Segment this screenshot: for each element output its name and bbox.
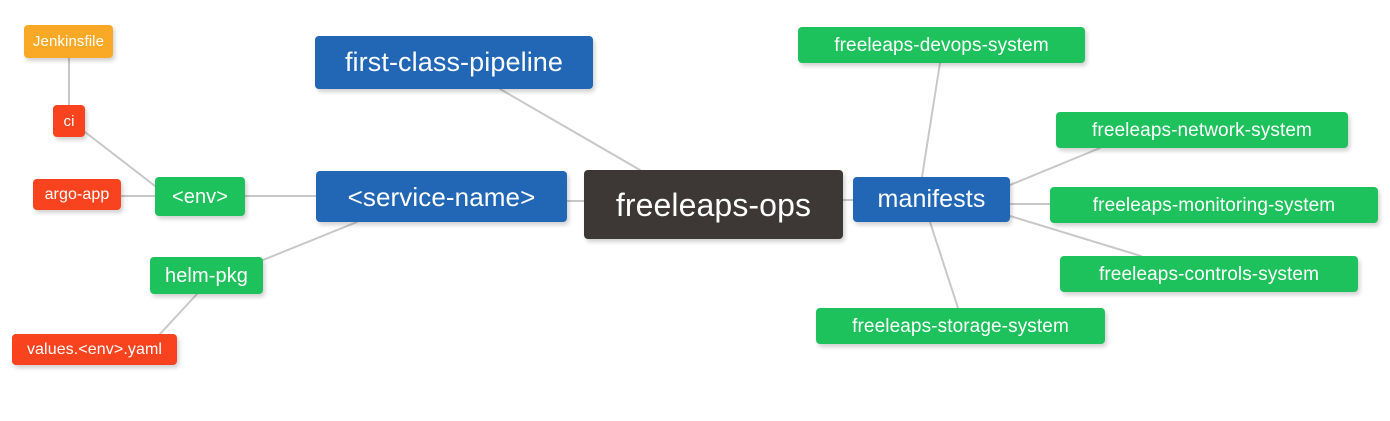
node-label-argo-app: argo-app xyxy=(44,185,110,203)
node-label-freeleaps-storage-system: freeleaps-storage-system xyxy=(852,315,1069,337)
node-values-env-yaml[interactable]: values.<env>.yaml xyxy=(12,334,177,365)
node-freeleaps-storage-system[interactable]: freeleaps-storage-system xyxy=(816,308,1105,344)
edge-manifests-to-freeleaps-storage-system xyxy=(929,221,959,309)
node-label-freeleaps-controls-system: freeleaps-controls-system xyxy=(1098,263,1320,285)
node-freeleaps-ops[interactable]: freeleaps-ops xyxy=(584,170,843,239)
node-label-helm-pkg: helm-pkg xyxy=(164,264,249,287)
node-label-Jenkinsfile: Jenkinsfile xyxy=(32,33,105,50)
node-label-freeleaps-network-system: freeleaps-network-system xyxy=(1092,119,1312,141)
node-label-manifests: manifests xyxy=(877,185,986,213)
node-label-env: <env> xyxy=(171,185,229,208)
node-label-freeleaps-ops: freeleaps-ops xyxy=(615,186,812,223)
node-label-freeleaps-devops-system: freeleaps-devops-system xyxy=(834,34,1049,56)
node-Jenkinsfile[interactable]: Jenkinsfile xyxy=(24,25,113,58)
node-freeleaps-controls-system[interactable]: freeleaps-controls-system xyxy=(1060,256,1358,292)
node-manifests[interactable]: manifests xyxy=(853,177,1010,222)
node-service-name[interactable]: <service-name> xyxy=(316,171,567,222)
edge-ci-to-env xyxy=(84,131,156,187)
node-freeleaps-devops-system[interactable]: freeleaps-devops-system xyxy=(798,27,1085,63)
edge-values-env-yaml-to-helm-pkg xyxy=(159,293,198,335)
node-label-first-class-pipeline: first-class-pipeline xyxy=(344,47,564,77)
node-env[interactable]: <env> xyxy=(155,177,245,216)
node-label-service-name: <service-name> xyxy=(347,181,536,212)
edge-manifests-to-freeleaps-network-system xyxy=(1009,147,1101,186)
node-label-ci: ci xyxy=(63,112,75,130)
edge-first-class-pipeline-to-freeleaps-ops xyxy=(499,88,641,171)
node-label-freeleaps-monitoring-system: freeleaps-monitoring-system xyxy=(1092,194,1336,216)
node-helm-pkg[interactable]: helm-pkg xyxy=(150,257,263,294)
node-freeleaps-monitoring-system[interactable]: freeleaps-monitoring-system xyxy=(1050,187,1378,223)
node-ci[interactable]: ci xyxy=(53,105,85,137)
node-first-class-pipeline[interactable]: first-class-pipeline xyxy=(315,36,593,89)
edge-helm-pkg-to-service-name xyxy=(262,221,358,261)
node-argo-app[interactable]: argo-app xyxy=(33,179,121,210)
edge-manifests-to-freeleaps-devops-system xyxy=(921,62,941,178)
node-freeleaps-network-system[interactable]: freeleaps-network-system xyxy=(1056,112,1348,148)
node-label-values-env-yaml: values.<env>.yaml xyxy=(26,340,163,358)
